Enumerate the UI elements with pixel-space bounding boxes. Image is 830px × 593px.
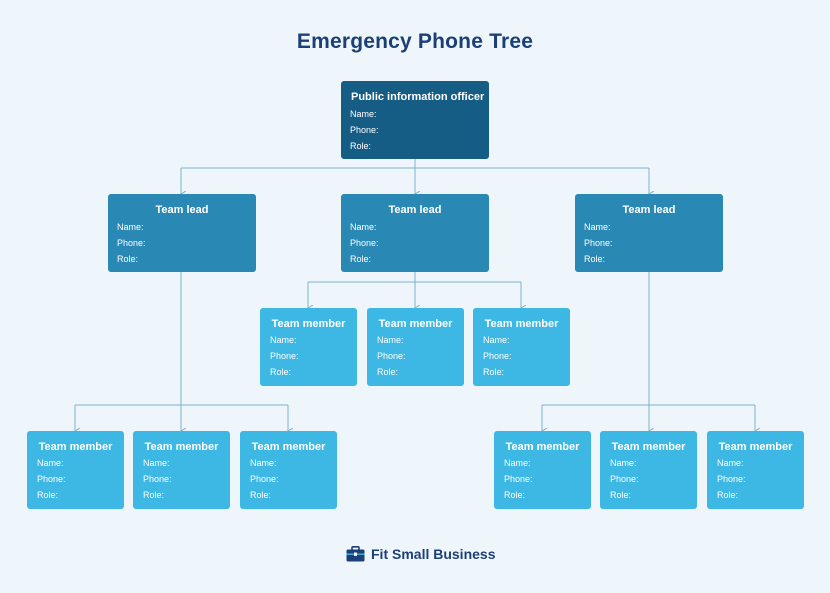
role-label: Role: [584, 254, 606, 264]
role-label: Role: [270, 367, 292, 377]
node-team-member: Team member Name: Phone: Role: [473, 308, 570, 386]
phone-label: Phone: [483, 351, 512, 361]
name-label: Name: [270, 335, 297, 345]
role-label: Role: [483, 367, 505, 377]
name-label: Name: [483, 335, 510, 345]
phone-label: Phone: [350, 125, 379, 135]
name-label: Name: [610, 458, 637, 468]
node-title: Team lead [622, 204, 676, 216]
role-label: Role: [37, 490, 59, 500]
name-label: Name: [350, 109, 377, 119]
phone-label: Phone: [37, 474, 66, 484]
phone-label: Phone: [377, 351, 406, 361]
node-team-member: Team member Name: Phone: Role: [367, 308, 464, 386]
page-title: Emergency Phone Tree [296, 30, 534, 53]
node-team-member: Team member Name: Phone: Role: [27, 431, 124, 509]
phone-label: Phone: [610, 474, 639, 484]
node-team-member: Team member Name: Phone: Role: [494, 431, 591, 509]
node-title: Team member [38, 441, 113, 453]
name-label: Name: [37, 458, 64, 468]
role-label: Role: [350, 254, 372, 264]
node-title: Team member [718, 441, 793, 453]
node-team-member: Team member Name: Phone: Role: [600, 431, 697, 509]
role-label: Role: [610, 490, 632, 500]
name-label: Name: [377, 335, 404, 345]
name-label: Name: [584, 222, 611, 232]
node-team-member: Team member Name: Phone: Role: [240, 431, 337, 509]
node-title: Team member [271, 318, 346, 330]
node-title: Team member [144, 441, 219, 453]
role-label: Role: [250, 490, 272, 500]
role-label: Role: [350, 141, 372, 151]
node-title: Team member [484, 318, 559, 330]
phone-label: Phone: [117, 238, 146, 248]
phone-label: Phone: [350, 238, 379, 248]
node-team-member: Team member Name: Phone: Role: [260, 308, 357, 386]
name-label: Name: [143, 458, 170, 468]
phone-label: Phone: [584, 238, 613, 248]
phone-label: Phone: [250, 474, 279, 484]
role-label: Role: [717, 490, 739, 500]
phone-label: Phone: [143, 474, 172, 484]
phone-label: Phone: [270, 351, 299, 361]
node-title: Team member [611, 441, 686, 453]
node-team-member: Team member Name: Phone: Role: [707, 431, 804, 509]
phone-label: Phone: [717, 474, 746, 484]
node-team-member: Team member Name: Phone: Role: [133, 431, 230, 509]
node-team-lead-center: Team lead Name: Phone: Role: [341, 194, 489, 272]
brand-name: Fit Small Business [371, 546, 496, 562]
node-title: Public information officer [351, 91, 485, 103]
node-title: Team member [505, 441, 580, 453]
name-label: Name: [504, 458, 531, 468]
role-label: Role: [143, 490, 165, 500]
role-label: Role: [377, 367, 399, 377]
name-label: Name: [350, 222, 377, 232]
role-label: Role: [117, 254, 139, 264]
phone-label: Phone: [504, 474, 533, 484]
node-title: Team member [378, 318, 453, 330]
role-label: Role: [504, 490, 526, 500]
node-title: Team member [251, 441, 326, 453]
footer-brand: Fit Small Business [346, 545, 495, 563]
name-label: Name: [250, 458, 277, 468]
node-title: Team lead [388, 204, 442, 216]
node-team-lead-left: Team lead Name: Phone: Role: [108, 194, 256, 272]
name-label: Name: [117, 222, 144, 232]
node-team-lead-right: Team lead Name: Phone: Role: [575, 194, 723, 272]
node-title: Team lead [155, 204, 209, 216]
name-label: Name: [717, 458, 744, 468]
briefcase-icon [346, 546, 365, 562]
node-public-information-officer: Public information officer Name: Phone: … [341, 81, 489, 159]
